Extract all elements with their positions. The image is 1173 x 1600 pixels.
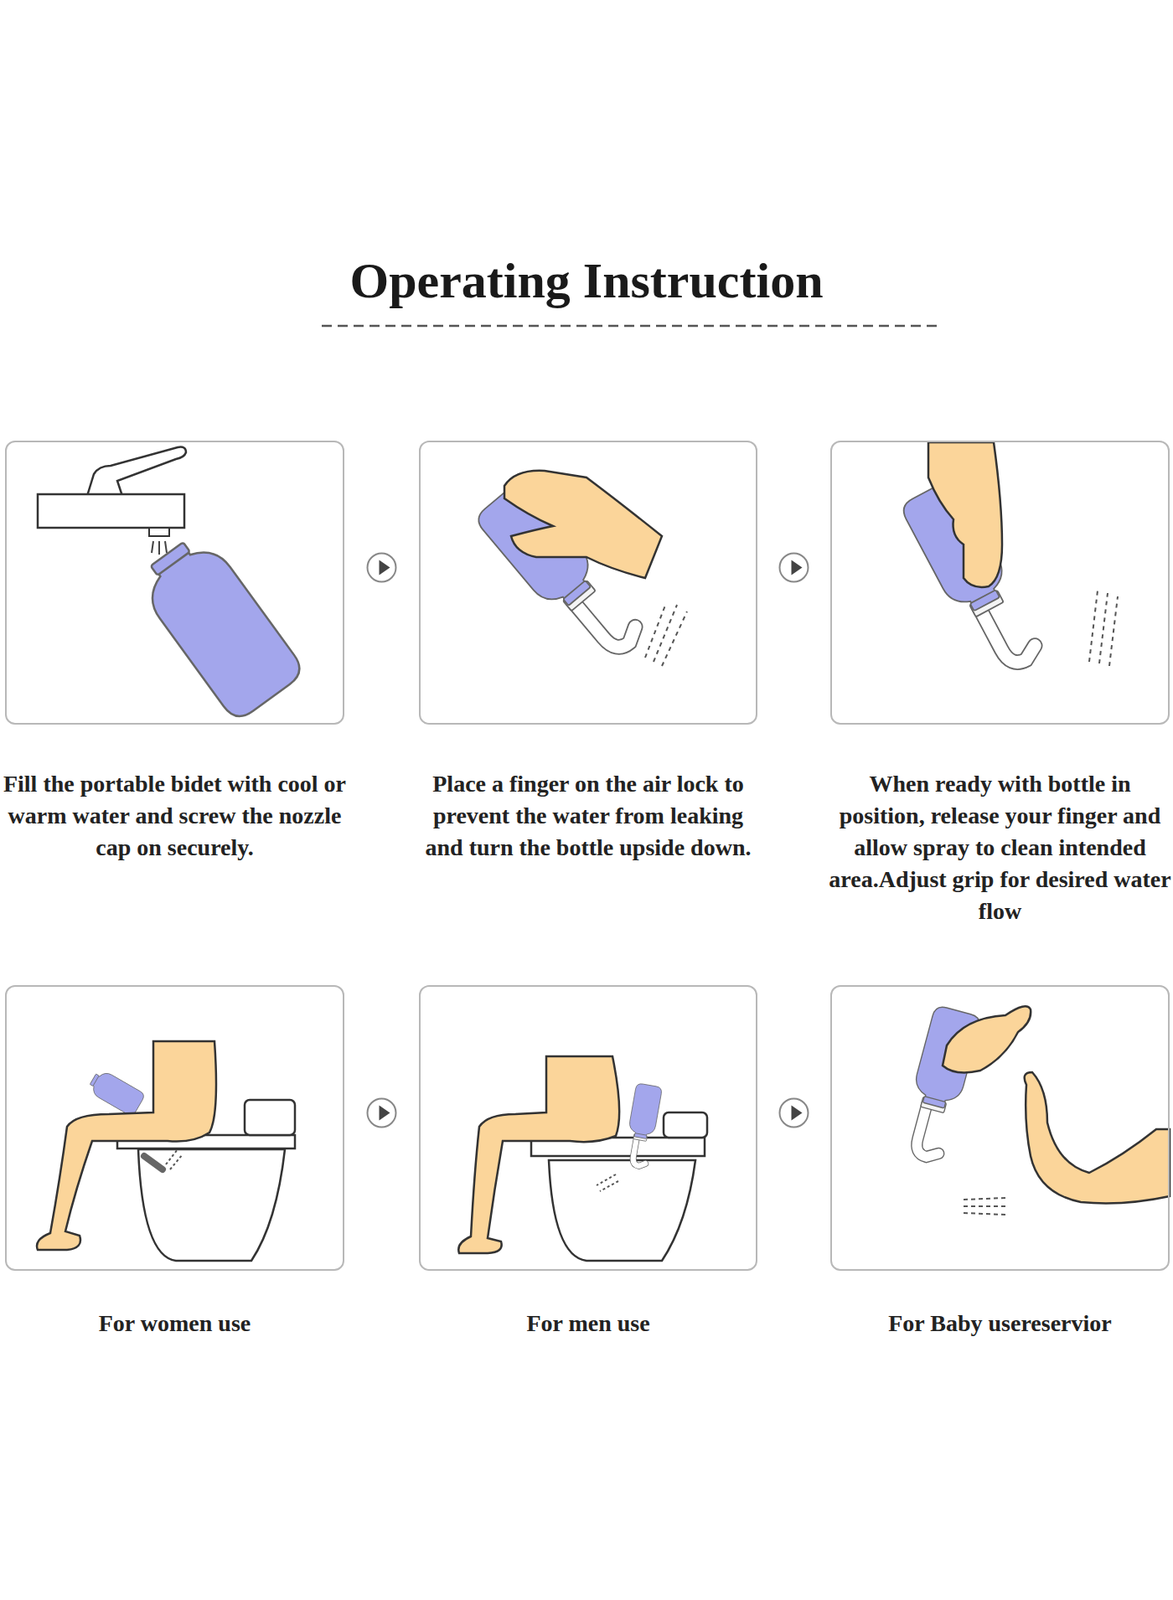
step-caption: Fill the portable bidet with cool or war… xyxy=(0,768,352,864)
title: Operating Instruction xyxy=(0,251,1173,311)
step-caption: For men use xyxy=(412,1307,765,1340)
arrow-head xyxy=(379,560,391,576)
instruction-panel: For women use xyxy=(5,985,345,1340)
arrow-circle xyxy=(780,553,809,583)
title-rule xyxy=(321,325,941,328)
panel-frame xyxy=(5,440,345,725)
arrow-head xyxy=(791,560,803,576)
arrow-circle xyxy=(367,1099,397,1128)
arrow-circle xyxy=(780,1099,809,1128)
step-caption: For Baby usereservior xyxy=(823,1307,1173,1340)
instruction-panel: For men use xyxy=(418,985,758,1340)
step-arrow xyxy=(344,553,419,583)
instruction-panel: Fill the portable bidet with cool or war… xyxy=(5,440,345,864)
baby-use-illustration xyxy=(896,1004,1170,1215)
women-use-illustration xyxy=(36,1041,295,1261)
panel-frame xyxy=(418,985,758,1272)
tilted-bottle-illustration xyxy=(473,470,688,669)
arrow-head xyxy=(379,1105,391,1122)
step-arrow xyxy=(757,1099,831,1128)
spray-bottle-illustration xyxy=(899,442,1118,679)
instruction-panel: For Baby usereservior xyxy=(830,985,1170,1340)
instruction-panel: When ready with bottle in position, rele… xyxy=(830,440,1170,928)
arrow-head xyxy=(791,1105,803,1122)
panel-frame xyxy=(5,985,345,1272)
step-caption: Place a finger on the air lock to preven… xyxy=(412,768,765,864)
panel-frame xyxy=(418,440,758,725)
step-caption: When ready with bottle in position, rele… xyxy=(823,768,1173,928)
men-use-illustration xyxy=(458,1056,708,1261)
step-arrow xyxy=(344,1099,419,1128)
panel-frame xyxy=(830,985,1170,1272)
panel-frame xyxy=(830,440,1170,725)
faucet-illustration xyxy=(37,447,307,724)
arrow-circle xyxy=(367,553,397,583)
instruction-panel: Place a finger on the air lock to preven… xyxy=(418,440,758,864)
step-caption: For women use xyxy=(0,1307,352,1340)
step-arrow xyxy=(757,553,831,583)
